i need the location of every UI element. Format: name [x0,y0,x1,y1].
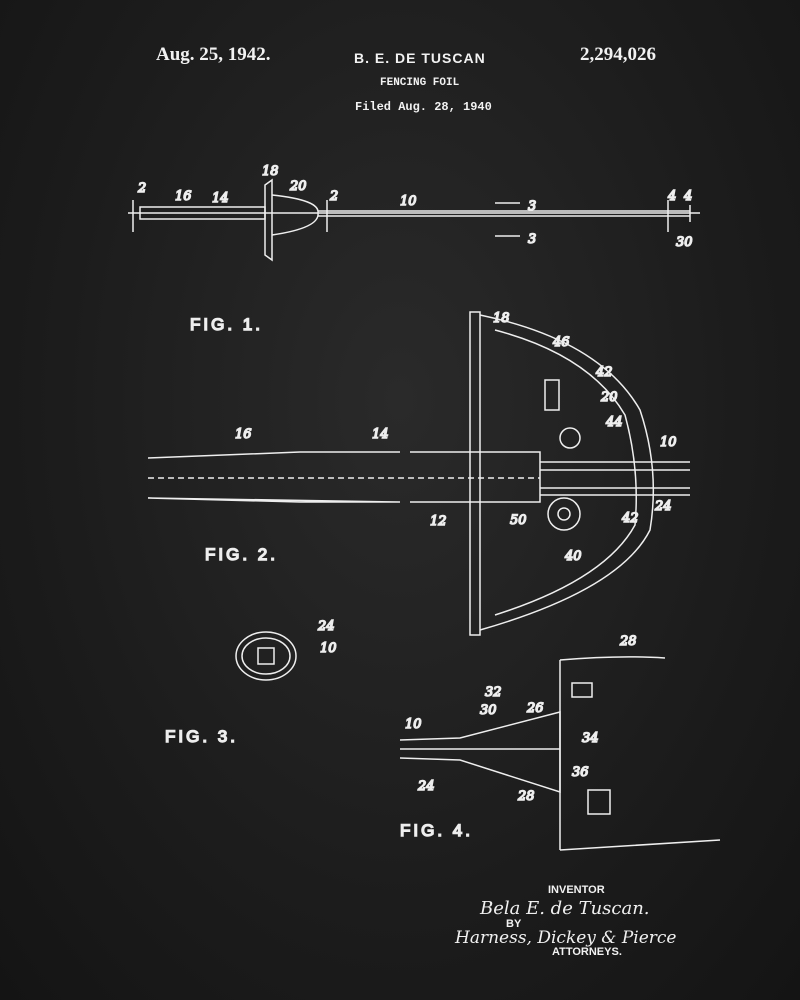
inventor-header: B. E. DE TUSCAN [354,50,486,66]
fig4-label: FIG. 4. [400,821,473,840]
reference-numeral: 20 [600,390,618,405]
fig2-cross-section [147,311,690,636]
fig1-label: FIG. 1. [190,315,263,334]
inventor-signature: Bela E. de Tuscan. [480,898,650,919]
by-label: BY [506,918,522,930]
reference-numeral: 10 [660,435,677,450]
attorneys-label: ATTORNEYS. [552,946,622,958]
reference-numeral: 34 [582,731,599,746]
reference-numeral: 16 [175,189,192,204]
patent-number: 2,294,026 [580,44,656,65]
patent-title: FENCING FOIL [380,77,460,89]
reference-numeral: 3 [528,199,536,214]
reference-numeral: 18 [493,311,510,326]
filed-date: Filed Aug. 28, 1940 [355,100,492,114]
fig2-label: FIG. 2. [205,545,278,564]
reference-numeral: 42 [595,365,613,380]
reference-numeral: 30 [676,235,693,250]
fig1-foil [128,178,700,262]
reference-numeral: 16 [235,427,252,442]
reference-numeral: 28 [619,634,637,649]
fig3-blade-section: 24 10 FIG. 3. [164,618,337,747]
reference-numeral: 10 [400,194,417,209]
reference-numeral: 32 [485,685,502,700]
reference-numeral: 46 [552,335,570,350]
reference-numeral: 24 [654,499,672,514]
reference-numeral: 4 [683,189,692,204]
fig2-reference-numerals: 16 14 18 46 42 20 44 10 12 50 40 42 24 F… [204,310,677,565]
reference-numeral: 50 [510,513,527,528]
reference-numeral: 18 [262,164,279,179]
reference-numeral: 42 [621,511,639,526]
inventor-label: INVENTOR [548,884,605,896]
attorneys-signature: Harness, Dickey & Pierce [455,928,677,948]
reference-numeral: 20 [289,179,307,194]
reference-numeral: 40 [564,549,582,564]
reference-numeral: 10 [405,717,422,732]
reference-numeral: 14 [372,427,389,442]
reference-numeral: 24 [417,779,435,794]
fig4-tip-section: 28 32 26 30 34 10 36 24 28 FIG. 4. [399,633,721,851]
reference-numeral: 26 [526,701,544,716]
reference-numeral: 2 [329,189,338,204]
fig1-reference-numerals: 2 16 14 18 20 2 10 3 3 4 4 30 FIG. 1. [136,163,693,335]
reference-numeral: 4 [667,189,676,204]
reference-numeral: 36 [572,765,589,780]
patent-date: Aug. 25, 1942. [156,44,271,65]
reference-numeral: 12 [430,514,447,529]
reference-numeral: 44 [605,415,623,430]
fig3-label: FIG. 3. [165,727,238,746]
reference-numeral: 30 [480,703,497,718]
reference-numeral: 28 [517,789,535,804]
reference-numeral: 14 [212,191,229,206]
reference-numeral: 3 [528,232,536,247]
reference-numeral: 10 [320,641,337,656]
reference-numeral: 24 [317,619,335,634]
reference-numeral: 2 [137,181,146,196]
